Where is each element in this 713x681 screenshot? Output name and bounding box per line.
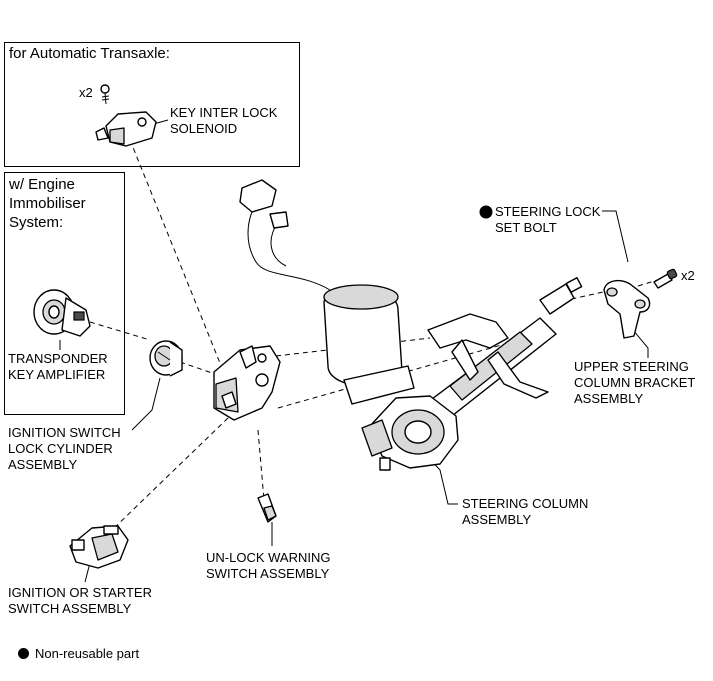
- non-reusable-legend-dot: [18, 648, 29, 659]
- engine-immobiliser-box: [4, 172, 125, 415]
- steering-lock-set-bolt-label: STEERING LOCK SET BOLT: [495, 204, 601, 235]
- solenoid-screw-quantity: x2: [79, 85, 93, 100]
- engine-immobiliser-title-line3: System:: [9, 214, 64, 231]
- ignition-starter-switch-label: IGNITION OR STARTER SWITCH ASSEMBLY: [8, 585, 152, 616]
- transponder-key-amplifier-icon: [33, 289, 91, 337]
- solenoid-screw-icon: [100, 84, 110, 105]
- lock-set-bolt-quantity: x2: [681, 268, 695, 283]
- transponder-key-amplifier-label: TRANSPONDER KEY AMPLIFIER: [8, 351, 108, 382]
- legend: Non-reusable part: [18, 646, 139, 662]
- steering-lock-housing-icon: [213, 345, 281, 421]
- steering-lock-set-bolt-icon: [653, 268, 678, 289]
- unlock-warning-switch-label: UN-LOCK WARNING SWITCH ASSEMBLY: [206, 550, 331, 581]
- key-interlock-solenoid-label: KEY INTER LOCK SOLENOID: [170, 105, 278, 136]
- ignition-switch-lock-cylinder-label: IGNITION SWITCH LOCK CYLINDER ASSEMBLY: [8, 425, 121, 472]
- upper-steering-column-bracket-icon: [603, 279, 651, 339]
- automatic-transaxle-box: [4, 42, 300, 167]
- engine-immobiliser-title-line2: Immobiliser: [9, 195, 86, 212]
- unlock-warning-switch-icon: [257, 493, 277, 523]
- ignition-starter-switch-icon: [69, 525, 129, 569]
- steering-column-assembly-icon: [239, 179, 583, 471]
- key-interlock-solenoid-icon: [95, 111, 157, 147]
- steering-column-label: STEERING COLUMN ASSEMBLY: [462, 496, 589, 527]
- ignition-lock-cylinder-icon: [149, 340, 183, 377]
- automatic-transaxle-title: for Automatic Transaxle:: [9, 45, 170, 62]
- legend-text: Non-reusable part: [35, 646, 140, 661]
- non-reusable-marker: [479, 205, 493, 219]
- engine-immobiliser-title-line1: w/ Engine: [9, 176, 75, 193]
- upper-steering-column-bracket-label: UPPER STEERING COLUMN BRACKET ASSEMBLY: [574, 359, 696, 406]
